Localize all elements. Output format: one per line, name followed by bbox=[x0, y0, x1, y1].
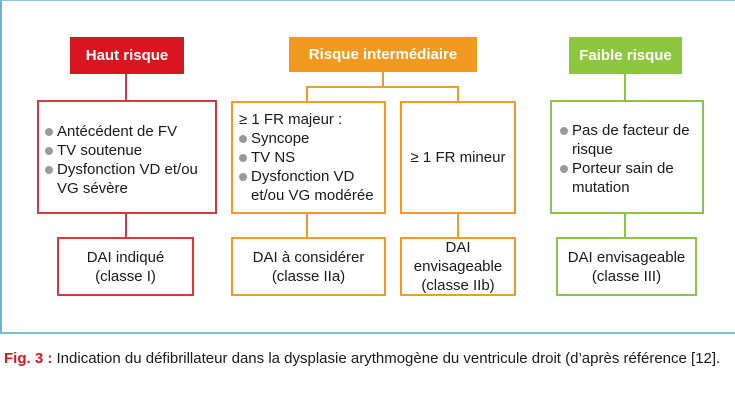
major-risk-factor-box: ≥ 1 FR majeur : Syncope TV NS Dysfonctio… bbox=[231, 101, 386, 214]
major-risk-factor-item: Dysfonction VD et/ou VG modérée bbox=[239, 167, 378, 205]
major-risk-factor-item: TV NS bbox=[239, 148, 378, 167]
connector-lines bbox=[125, 72, 626, 237]
major-risk-outcome-box: DAI à considérer (classe IIa) bbox=[231, 237, 386, 296]
major-risk-factor-list: Syncope TV NS Dysfonction VD et/ou VG mo… bbox=[239, 129, 378, 205]
minor-risk-outcome-line1: DAI envisageable bbox=[413, 239, 503, 275]
intermediate-risk-header: Risque intermédiaire bbox=[289, 37, 477, 72]
high-risk-outcome-line1: DAI indiqué bbox=[86, 248, 165, 266]
intermediate-risk-header-label: Risque intermédiaire bbox=[308, 46, 458, 63]
high-risk-criterion: TV soutenue bbox=[45, 141, 209, 160]
minor-risk-outcome-box: DAI envisageable (classe IIb) bbox=[400, 237, 516, 296]
minor-risk-factor-title: ≥ 1 FR mineur bbox=[410, 149, 506, 166]
high-risk-criteria-list: Antécédent de FV TV soutenue Dysfonction… bbox=[45, 122, 209, 198]
high-risk-criteria-box: Antécédent de FV TV soutenue Dysfonction… bbox=[37, 100, 217, 214]
minor-risk-outcome-line2: (classe IIb) bbox=[421, 277, 495, 294]
high-risk-outcome-box: DAI indiqué (classe I) bbox=[57, 237, 194, 296]
high-risk-criterion: Antécédent de FV bbox=[45, 122, 209, 141]
low-risk-outcome-line1: DAI envisageable bbox=[567, 248, 686, 266]
high-risk-header: Haut risque bbox=[70, 37, 184, 74]
high-risk-outcome-line2: (classe I) bbox=[95, 267, 156, 285]
major-risk-outcome-line1: DAI à considérer bbox=[252, 248, 365, 266]
low-risk-outcome-box: DAI envisageable (classe III) bbox=[556, 237, 697, 296]
figure-panel: Haut risque Risque intermédiaire Faible … bbox=[0, 0, 735, 334]
figure-caption: Fig. 3 : Indication du défibrillateur da… bbox=[4, 348, 734, 369]
high-risk-criterion: Dysfonction VD et/ou VG sévère bbox=[45, 160, 209, 198]
figure-caption-text: Indication du défibrillateur dans la dys… bbox=[52, 350, 721, 367]
low-risk-header-label: Faible risque bbox=[579, 47, 672, 64]
figure-label: Fig. 3 : bbox=[4, 350, 53, 367]
low-risk-criteria-box: Pas de facteur de risque Porteur sain de… bbox=[550, 100, 704, 214]
low-risk-criteria-list: Pas de facteur de risque Porteur sain de… bbox=[560, 121, 696, 197]
low-risk-criterion: Porteur sain de mutation bbox=[560, 159, 696, 197]
low-risk-header: Faible risque bbox=[569, 37, 682, 74]
high-risk-header-label: Haut risque bbox=[85, 47, 169, 64]
low-risk-outcome-line2: (classe III) bbox=[591, 267, 662, 285]
low-risk-criterion: Pas de facteur de risque bbox=[560, 121, 696, 159]
minor-risk-factor-box: ≥ 1 FR mineur bbox=[400, 101, 516, 214]
major-risk-outcome-line2: (classe IIa) bbox=[271, 267, 346, 285]
major-risk-factor-item: Syncope bbox=[239, 129, 378, 148]
major-risk-factor-title: ≥ 1 FR majeur : bbox=[239, 111, 343, 128]
